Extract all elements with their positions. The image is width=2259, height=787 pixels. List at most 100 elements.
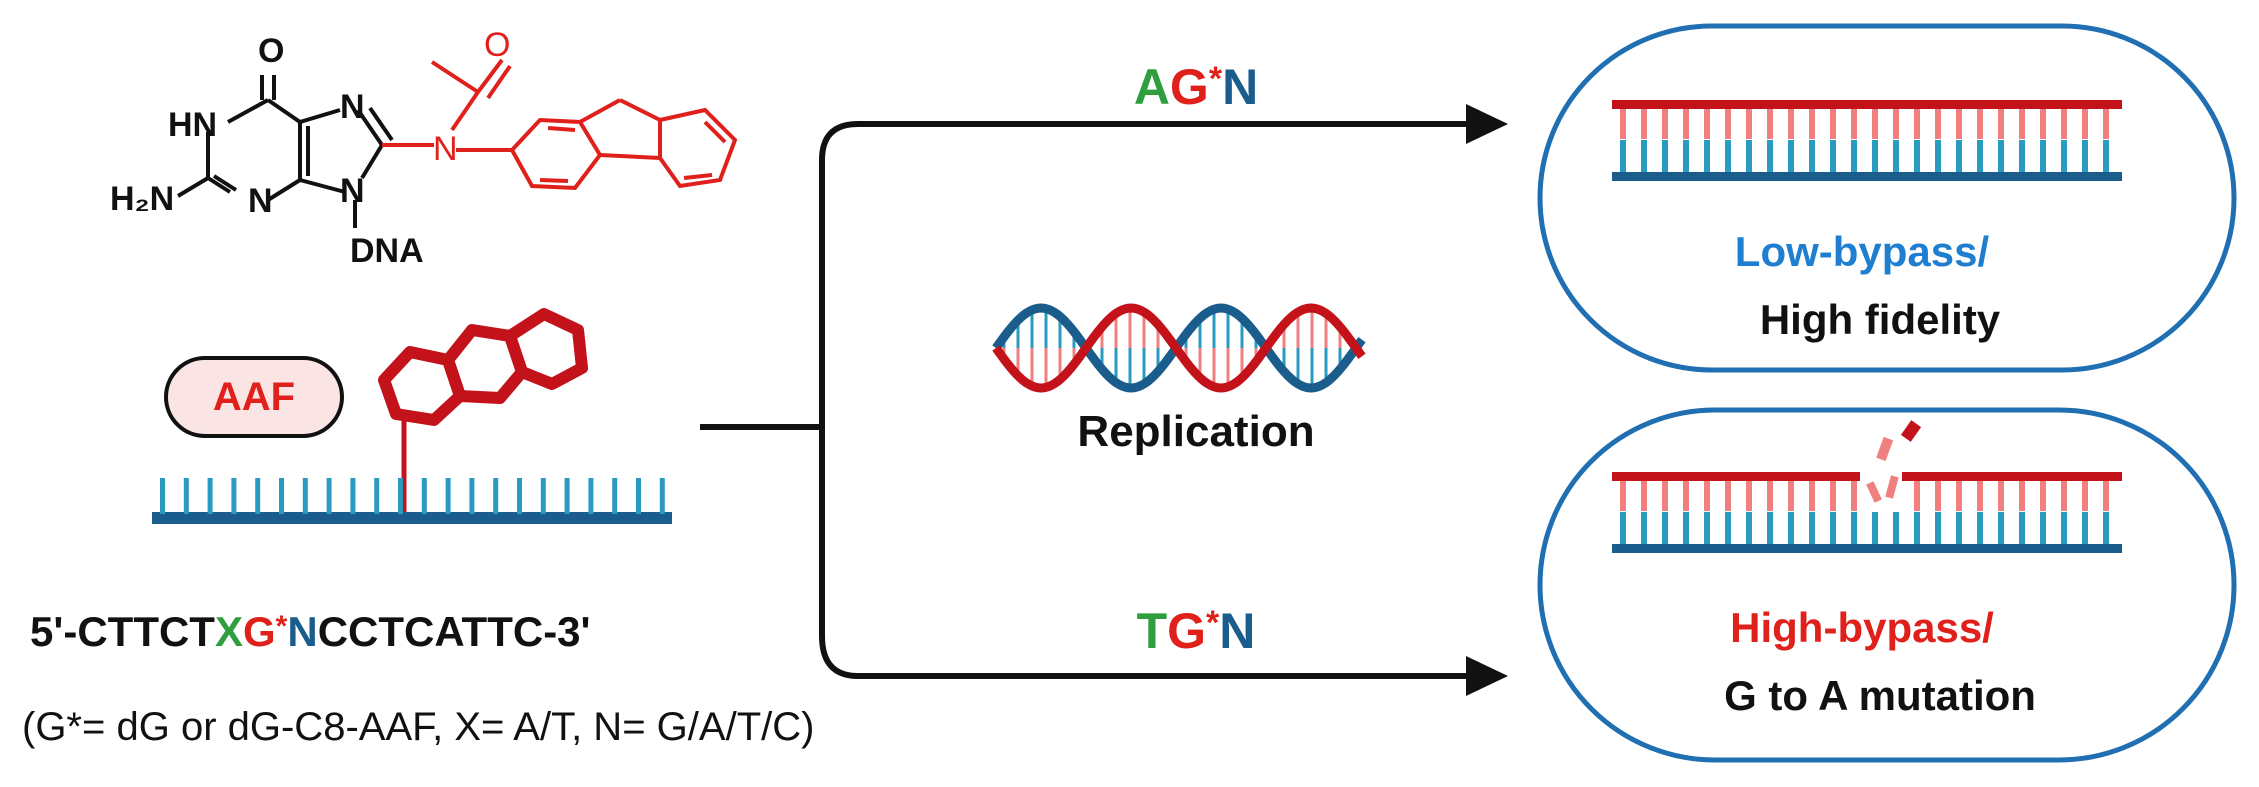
helix-strand-blue xyxy=(992,303,1366,393)
bottom-branch-label: TG*N xyxy=(1137,603,1256,659)
duplex-blue-tooth xyxy=(1893,140,1899,172)
duplex-blue-tooth xyxy=(2061,512,2067,544)
duplex-red-tooth xyxy=(2103,481,2109,511)
duplex-blue-tooth xyxy=(1956,140,1962,172)
duplex-blue-tooth xyxy=(1725,512,1731,544)
duplex-blue-tooth xyxy=(1998,512,2004,544)
strand-tooth xyxy=(493,478,499,514)
duplex-blue-tooth xyxy=(2040,140,2046,172)
strand-tooth xyxy=(469,478,475,514)
n-acetamide-label: N xyxy=(433,130,458,168)
helix-strand-red xyxy=(992,303,1366,393)
strand-tooth xyxy=(374,478,380,514)
duplex-red-tooth xyxy=(1872,109,1878,139)
chemical-structure xyxy=(176,75,394,228)
duplex-blue-tooth xyxy=(2103,140,2109,172)
bottom-g: G xyxy=(1167,603,1206,659)
strand-tooth xyxy=(659,478,665,514)
duplex-blue-tooth xyxy=(2040,512,2046,544)
sequence-x: X xyxy=(215,608,243,655)
duplex-red-backbone xyxy=(1902,472,2122,481)
bottom-n: N xyxy=(1219,603,1255,659)
duplex-bottom xyxy=(1612,420,2122,553)
double-helix-icon xyxy=(992,303,1366,393)
duplex-red-tooth xyxy=(2019,481,2025,511)
duplex-red-tooth xyxy=(1956,481,1962,511)
duplex-red-tooth xyxy=(1704,109,1710,139)
n9-label: N xyxy=(340,172,365,210)
duplex-red-tooth xyxy=(1788,109,1794,139)
sequence-g: G xyxy=(243,608,276,655)
sequence-suffix: CCTCATTC-3' xyxy=(318,608,591,655)
replication-label: Replication xyxy=(1077,407,1314,456)
duplex-blue-tooth xyxy=(1683,140,1689,172)
duplex-red-tooth xyxy=(1704,481,1710,511)
broken-fragment xyxy=(1885,475,1899,499)
duplex-red-tooth xyxy=(1830,481,1836,511)
duplex-blue-tooth xyxy=(1872,140,1878,172)
duplex-blue-tooth xyxy=(1809,140,1815,172)
strand-tooth xyxy=(160,478,165,514)
duplex-blue-tooth xyxy=(1935,512,1941,544)
duplex-red-tooth xyxy=(1851,481,1857,511)
duplex-red-tooth xyxy=(2082,109,2088,139)
strand-tooth xyxy=(636,478,641,514)
duplex-blue-tooth xyxy=(1914,512,1920,544)
duplex-red-tooth xyxy=(2040,109,2046,139)
top-star: * xyxy=(1209,60,1223,98)
strand-tooth xyxy=(540,478,546,514)
strand-tooth xyxy=(350,478,356,514)
duplex-blue-backbone xyxy=(1612,544,2122,553)
duplex-red-tooth xyxy=(1809,109,1815,139)
n7-label: N xyxy=(340,88,365,126)
duplex-blue-tooth xyxy=(1662,512,1668,544)
duplex-red-tooth xyxy=(1746,109,1752,139)
n3-label: N xyxy=(248,182,273,220)
duplex-blue-tooth xyxy=(1788,140,1794,172)
duplex-red-backbone xyxy=(1612,100,2122,109)
top-g: G xyxy=(1170,59,1209,115)
o-acetyl-label: O xyxy=(484,26,510,64)
duplex-red-tooth xyxy=(1977,481,1983,511)
hn-label: HN xyxy=(168,106,217,144)
duplex-red-tooth xyxy=(2040,481,2046,511)
duplex-blue-tooth xyxy=(2019,140,2025,172)
duplex-red-tooth xyxy=(1830,109,1836,139)
duplex-red-tooth xyxy=(1998,481,2004,511)
duplex-red-tooth xyxy=(1683,481,1689,511)
duplex-red-tooth xyxy=(2019,109,2025,139)
duplex-red-tooth xyxy=(1935,481,1941,511)
outcome-bottom-line2: G to A mutation xyxy=(1724,672,2036,719)
strand-tooth xyxy=(326,478,332,514)
duplex-blue-tooth xyxy=(1977,512,1983,544)
duplex-red-tooth xyxy=(2103,109,2109,139)
duplex-blue-tooth xyxy=(1641,512,1647,544)
broken-fragment xyxy=(1900,420,1922,442)
duplex-red-tooth xyxy=(1893,109,1899,139)
duplex-blue-tooth xyxy=(1998,140,2004,172)
duplex-red-tooth xyxy=(2082,481,2088,511)
strand-tooth xyxy=(445,478,451,514)
outcome-bottom-box xyxy=(1537,407,2237,763)
duplex-red-tooth xyxy=(1641,481,1647,511)
duplex-red-tooth xyxy=(1998,109,2004,139)
aaf-structure xyxy=(382,58,738,191)
top-a: A xyxy=(1134,59,1170,115)
dna-label: DNA xyxy=(350,232,424,270)
duplex-red-tooth xyxy=(1620,481,1626,511)
duplex-blue-tooth xyxy=(2103,512,2109,544)
duplex-blue-tooth xyxy=(1872,512,1878,544)
duplex-blue-tooth xyxy=(2082,140,2088,172)
duplex-top xyxy=(1612,100,2122,181)
duplex-blue-tooth xyxy=(1851,512,1857,544)
duplex-red-tooth xyxy=(2061,481,2067,511)
duplex-blue-tooth xyxy=(1620,512,1626,544)
duplex-red-tooth xyxy=(1662,109,1668,139)
strand-tooth xyxy=(421,478,427,514)
duplex-blue-tooth xyxy=(1956,512,1962,544)
strand-tooth xyxy=(398,478,403,514)
outcome-top-box xyxy=(1537,23,2237,373)
duplex-blue-tooth xyxy=(2082,512,2088,544)
duplex-blue-tooth xyxy=(1893,512,1899,544)
